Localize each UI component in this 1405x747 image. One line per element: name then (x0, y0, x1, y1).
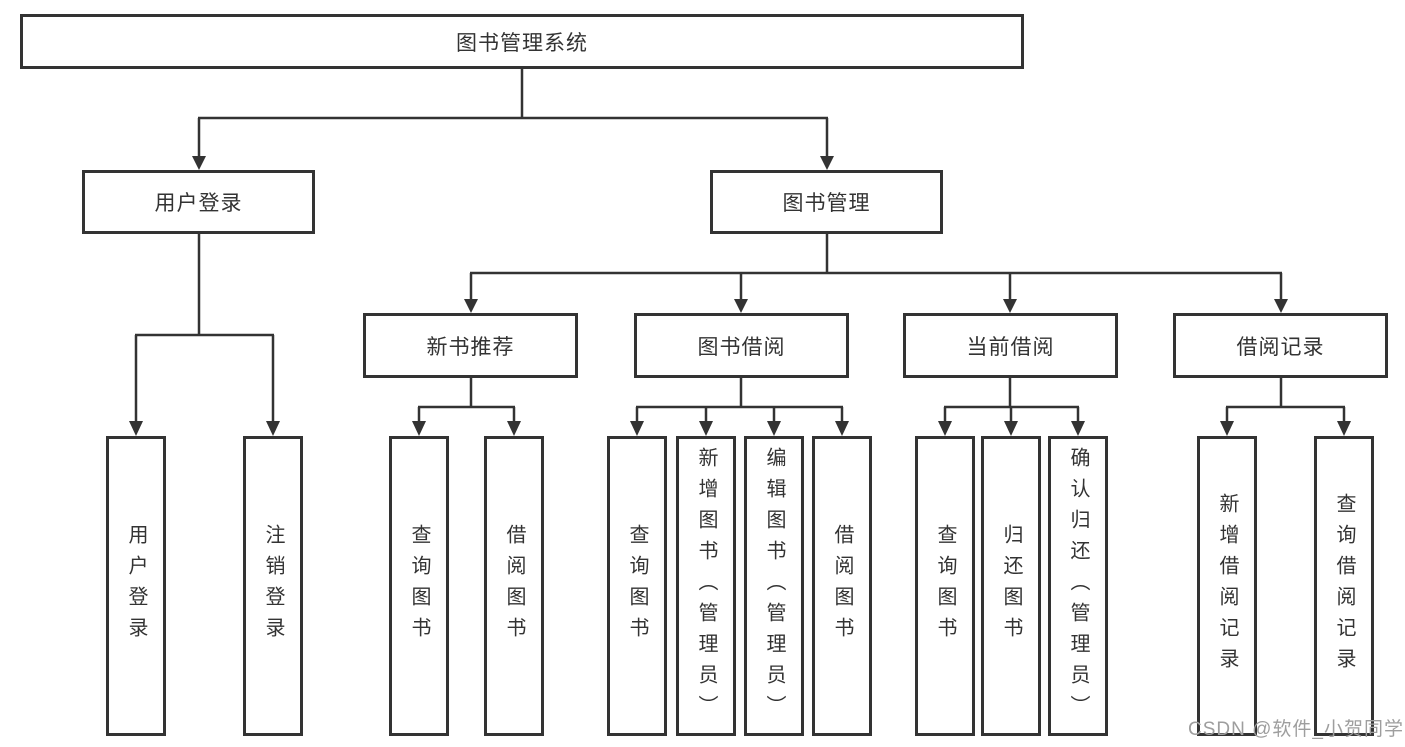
node-book-borrow: 图书借阅 (634, 313, 849, 378)
connector-borrow-record-children (1225, 378, 1346, 424)
arrowhead-icon (412, 421, 426, 436)
connector-book-borrow-children (635, 378, 844, 424)
connector-book-mgmt-to-level3 (469, 234, 1283, 301)
leaf-user-login: 用户登录 (106, 436, 166, 736)
node-label: 注销登录 (262, 524, 284, 648)
node-borrow-records: 借阅记录 (1173, 313, 1388, 378)
arrowhead-icon (938, 421, 952, 436)
node-book-management: 图书管理 (710, 170, 943, 234)
arrowhead-icon (266, 421, 280, 436)
arrowhead-icon (464, 299, 478, 313)
arrowhead-icon (129, 421, 143, 436)
leaf-query-books-3: 查询图书 (915, 436, 975, 736)
node-label: 用户登录 (125, 524, 147, 648)
arrowhead-icon (699, 421, 713, 436)
node-label: 图书管理系统 (456, 31, 588, 55)
node-label: 借阅记录 (1236, 335, 1325, 359)
leaf-logout: 注销登录 (243, 436, 303, 736)
arrowhead-icon (1071, 421, 1085, 436)
arrowhead-icon (820, 156, 834, 170)
node-label: 编辑图书（管理员） (763, 446, 785, 726)
leaf-confirm-return-admin: 确认归还（管理员） (1048, 436, 1108, 736)
node-label: 图书管理 (782, 192, 871, 215)
arrowhead-icon (1220, 421, 1234, 436)
leaf-borrow-books-2: 借阅图书 (812, 436, 872, 736)
node-label: 新书推荐 (426, 335, 515, 359)
connector-stems (134, 69, 1346, 424)
node-label: 查询借阅记录 (1333, 493, 1355, 679)
watermark: CSDN @软件_小贺同学 (1188, 719, 1404, 740)
connector-current-borrow-children (943, 378, 1080, 424)
leaf-add-borrow-record: 新增借阅记录 (1197, 436, 1257, 736)
node-label: 查询图书 (408, 524, 430, 648)
arrowhead-icon (192, 156, 206, 170)
arrowhead-icon (507, 421, 521, 436)
connector-user-login-children (134, 234, 275, 424)
leaf-edit-book-admin: 编辑图书（管理员） (744, 436, 804, 736)
arrowhead-icon (1003, 299, 1017, 313)
node-label: 新增图书（管理员） (695, 446, 717, 726)
node-label: 用户登录 (154, 192, 243, 215)
node-label: 借阅图书 (831, 524, 853, 648)
arrowhead-icon (630, 421, 644, 436)
node-label: 查询图书 (934, 524, 956, 648)
connector-new-book-children (417, 378, 516, 424)
leaf-query-books-2: 查询图书 (607, 436, 667, 736)
node-label: 新增借阅记录 (1216, 493, 1238, 679)
arrowhead-icon (767, 421, 781, 436)
leaf-return-book: 归还图书 (981, 436, 1041, 736)
arrowhead-icon (1274, 299, 1288, 313)
node-label: 归还图书 (1000, 524, 1022, 648)
node-label: 当前借阅 (966, 335, 1055, 359)
node-new-book-recommend: 新书推荐 (363, 313, 578, 378)
leaf-add-book-admin: 新增图书（管理员） (676, 436, 736, 736)
node-user-login: 用户登录 (82, 170, 315, 234)
arrowheads (129, 156, 1351, 436)
node-current-borrow: 当前借阅 (903, 313, 1118, 378)
arrowhead-icon (1337, 421, 1351, 436)
arrowhead-icon (835, 421, 849, 436)
leaf-query-borrow-record: 查询借阅记录 (1314, 436, 1374, 736)
node-label: 确认归还（管理员） (1067, 446, 1089, 726)
node-library-system: 图书管理系统 (20, 14, 1024, 69)
connector-root-to-level2 (197, 69, 829, 158)
leaf-borrow-books: 借阅图书 (484, 436, 544, 736)
arrowhead-icon (734, 299, 748, 313)
node-label: 图书借阅 (697, 335, 786, 359)
arrowhead-icon (1004, 421, 1018, 436)
leaf-query-books: 查询图书 (389, 436, 449, 736)
node-label: 借阅图书 (503, 524, 525, 648)
node-label: 查询图书 (626, 524, 648, 648)
